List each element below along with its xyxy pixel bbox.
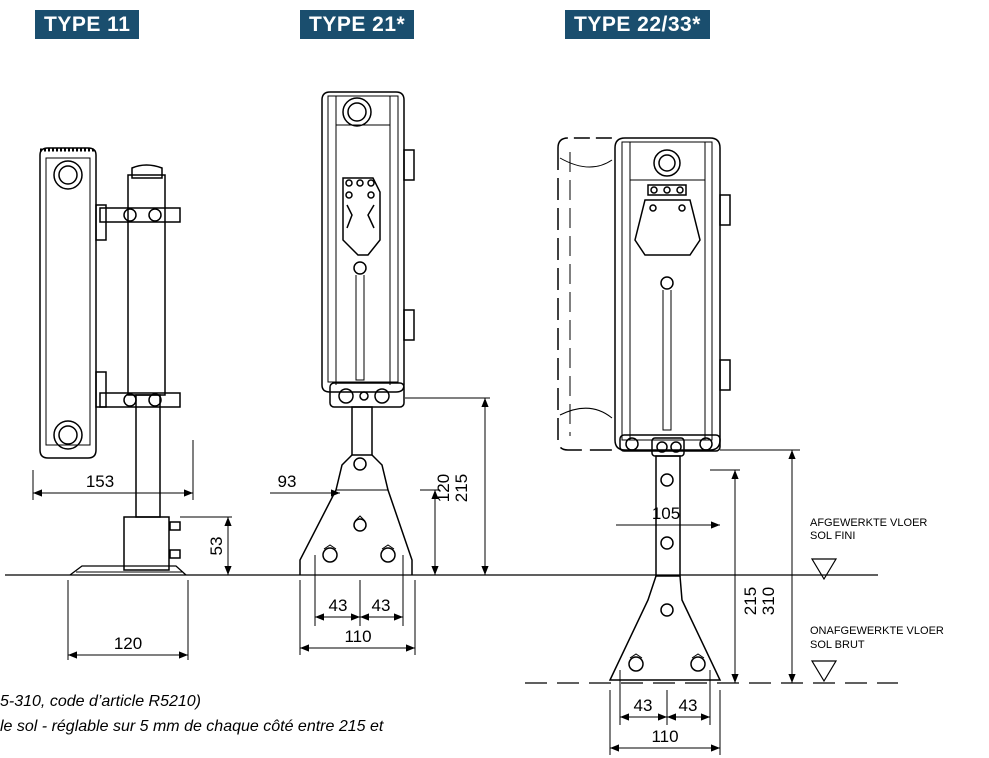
note-line-2: le sol - réglable sur 5 mm de chaque côt…	[0, 718, 384, 735]
dim-310: 310	[759, 587, 778, 615]
dim-105: 105	[652, 504, 680, 523]
type-21-drawing	[299, 91, 415, 575]
dim-43-left-type2233: 43	[634, 696, 653, 715]
type-11-drawing	[39, 147, 187, 576]
dim-53: 53	[207, 537, 226, 556]
dim-110-type21: 110	[344, 627, 371, 646]
type-11-dimensions	[32, 440, 232, 660]
type-22-33-dimensions	[609, 449, 800, 755]
dim-93: 93	[278, 472, 297, 491]
note-line-1: 5-310, code d’article R5210)	[0, 693, 202, 710]
dim-215-type2233: 215	[741, 587, 760, 615]
dim-153: 153	[86, 472, 114, 491]
type-21-header: TYPE 21*	[300, 10, 415, 39]
type-22-33-header: TYPE 22/33*	[565, 10, 710, 39]
dim-43-left-type21: 43	[329, 596, 348, 615]
dim-43-right-type2233: 43	[679, 696, 698, 715]
finished-floor-label-fr: SOL FINI	[810, 530, 855, 542]
rough-floor-symbol	[810, 660, 838, 683]
finished-floor-label-nl: AFGEWERKTE VLOER	[810, 517, 927, 529]
type-21-dimensions	[270, 397, 490, 655]
rough-floor-label-fr: SOL BRUT	[810, 639, 865, 651]
type-22-33-drawing	[557, 137, 731, 681]
rough-floor-label-nl: ONAFGEWERKTE VLOER	[810, 625, 944, 637]
finished-floor-symbol	[810, 558, 838, 581]
dim-120-vertical: 120	[434, 474, 453, 502]
dim-110-type2233: 110	[651, 727, 678, 746]
dim-120-base: 120	[114, 634, 142, 653]
type-11-header: TYPE 11	[35, 10, 140, 39]
dim-43-right-type21: 43	[372, 596, 391, 615]
dim-215-type21: 215	[452, 474, 471, 502]
